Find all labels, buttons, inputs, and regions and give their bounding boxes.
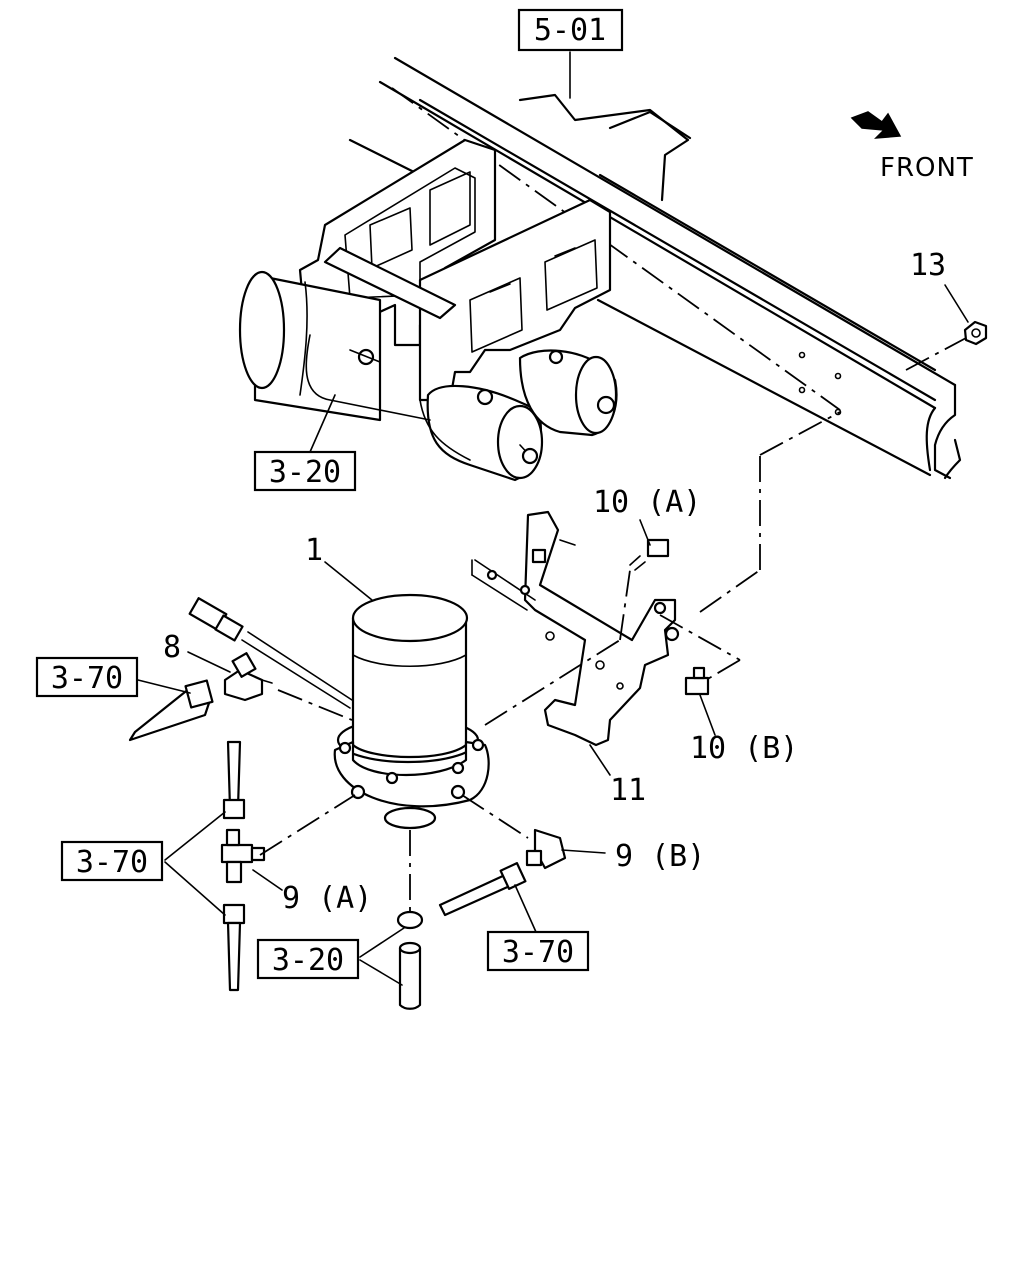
part-1-label: 1 xyxy=(305,533,323,568)
ref-hose-bottom-label: 3-20 xyxy=(272,943,344,978)
ref-tanks-box[interactable]: 3-20 xyxy=(253,450,357,492)
part-11-label: 11 xyxy=(610,773,646,808)
hose-bottom xyxy=(396,910,424,1010)
fitting-8 xyxy=(223,652,273,702)
pipe-vertical-left xyxy=(222,740,246,992)
part-9b-label: 9 (B) xyxy=(615,839,705,874)
ref-tanks-label: 3-20 xyxy=(269,455,341,490)
ref-pipe-9a-label: 3-70 xyxy=(76,845,148,880)
ref-frame-box[interactable]: 5-01 xyxy=(517,8,624,52)
air-dryer xyxy=(188,593,490,830)
part-10b-label: 10 (B) xyxy=(690,731,798,766)
air-tank-assembly xyxy=(238,138,618,482)
dryer-bracket xyxy=(471,510,680,747)
ref-frame-label: 5-01 xyxy=(534,13,606,48)
ref-pipe-9a-box[interactable]: 3-70 xyxy=(60,840,164,882)
part-9a-label: 9 (A) xyxy=(282,881,372,916)
ref-pipe-8-box[interactable]: 3-70 xyxy=(35,656,139,698)
nut-13 xyxy=(963,320,988,346)
fitting-9b xyxy=(525,828,567,870)
front-arrow-icon xyxy=(850,111,902,139)
part-10a-label: 10 (A) xyxy=(593,485,701,520)
part-8-label: 8 xyxy=(163,630,181,665)
ref-pipe-8-label: 3-70 xyxy=(51,661,123,696)
part-13-label: 13 xyxy=(910,248,946,283)
fitting-9a xyxy=(220,828,266,884)
leader-lines xyxy=(137,51,969,986)
assembly-centerlines xyxy=(259,337,967,915)
pipe-left-upper xyxy=(128,679,214,742)
pipe-right-lower xyxy=(438,862,527,917)
bolt-10a xyxy=(629,538,670,571)
front-label: FRONT xyxy=(880,153,974,183)
ref-pipe-9b-box[interactable]: 3-70 xyxy=(486,930,590,972)
bolt-10b xyxy=(684,666,710,696)
ref-pipe-9b-label: 3-70 xyxy=(502,935,574,970)
ref-hose-bottom-box[interactable]: 3-20 xyxy=(256,938,360,980)
